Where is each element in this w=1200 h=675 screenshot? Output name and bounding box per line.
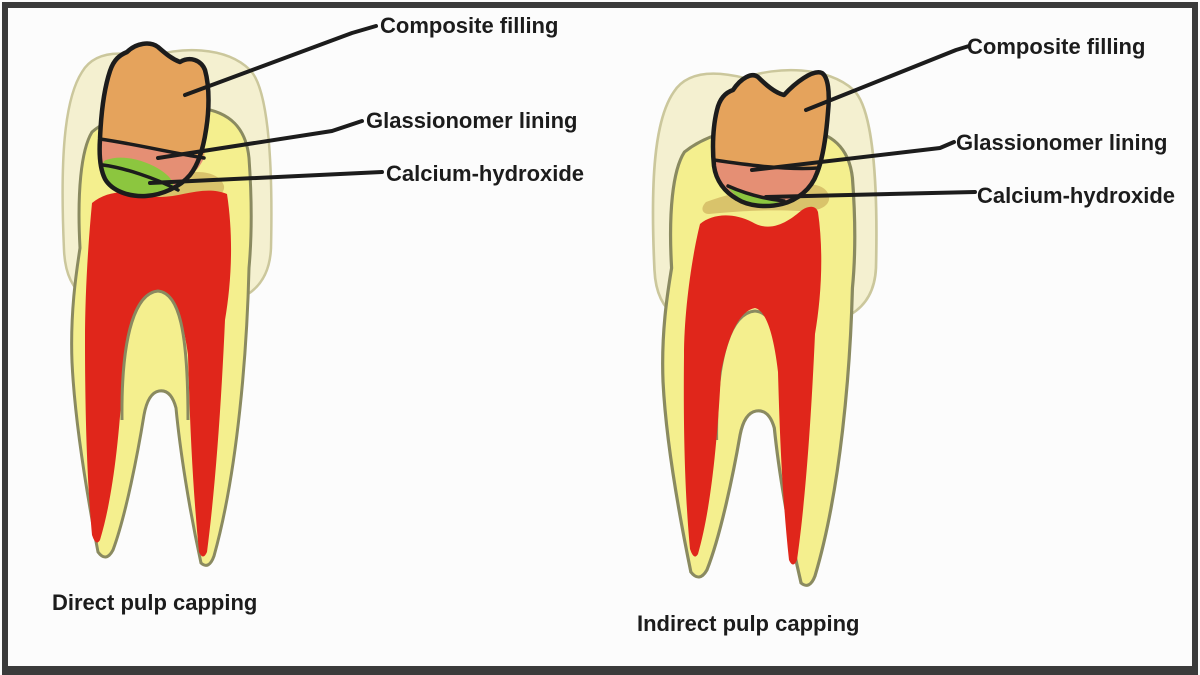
label-glassionomer-lining-left: Glassionomer lining <box>366 108 578 133</box>
leader-glassionomer-left <box>156 119 364 160</box>
pulp-layer <box>85 190 232 557</box>
label-calcium-hydroxide-left: Calcium-hydroxide <box>386 161 585 186</box>
caption-direct-pulp-capping: Direct pulp capping <box>52 590 258 615</box>
label-calcium-hydroxide-right: Calcium-hydroxide <box>977 183 1176 208</box>
indirect-pulp-capping-tooth <box>651 68 878 587</box>
composite-glassionomer-boundary <box>98 137 206 160</box>
composite-filling-shape <box>100 43 209 158</box>
pulp-layer <box>683 206 822 565</box>
leader-calcium-right <box>764 190 977 199</box>
label-glassionomer-lining-right: Glassionomer lining <box>956 130 1168 155</box>
cavity-outline <box>97 41 211 199</box>
caption-indirect-pulp-capping: Indirect pulp capping <box>637 611 860 636</box>
label-composite-filling-right: Composite filling <box>967 34 1146 59</box>
glassionomer-calcium-boundary <box>726 184 786 203</box>
leader-glassionomer-right <box>750 140 956 172</box>
composite-filling-shape <box>713 72 829 169</box>
label-composite-filling-left: Composite filling <box>380 13 559 38</box>
leader-lines <box>148 24 977 199</box>
leader-calcium-left <box>148 170 384 185</box>
leader-composite-left <box>183 24 378 97</box>
cavity-outline <box>710 70 831 209</box>
leader-composite-right <box>804 44 971 112</box>
direct-pulp-capping-tooth <box>61 41 273 567</box>
